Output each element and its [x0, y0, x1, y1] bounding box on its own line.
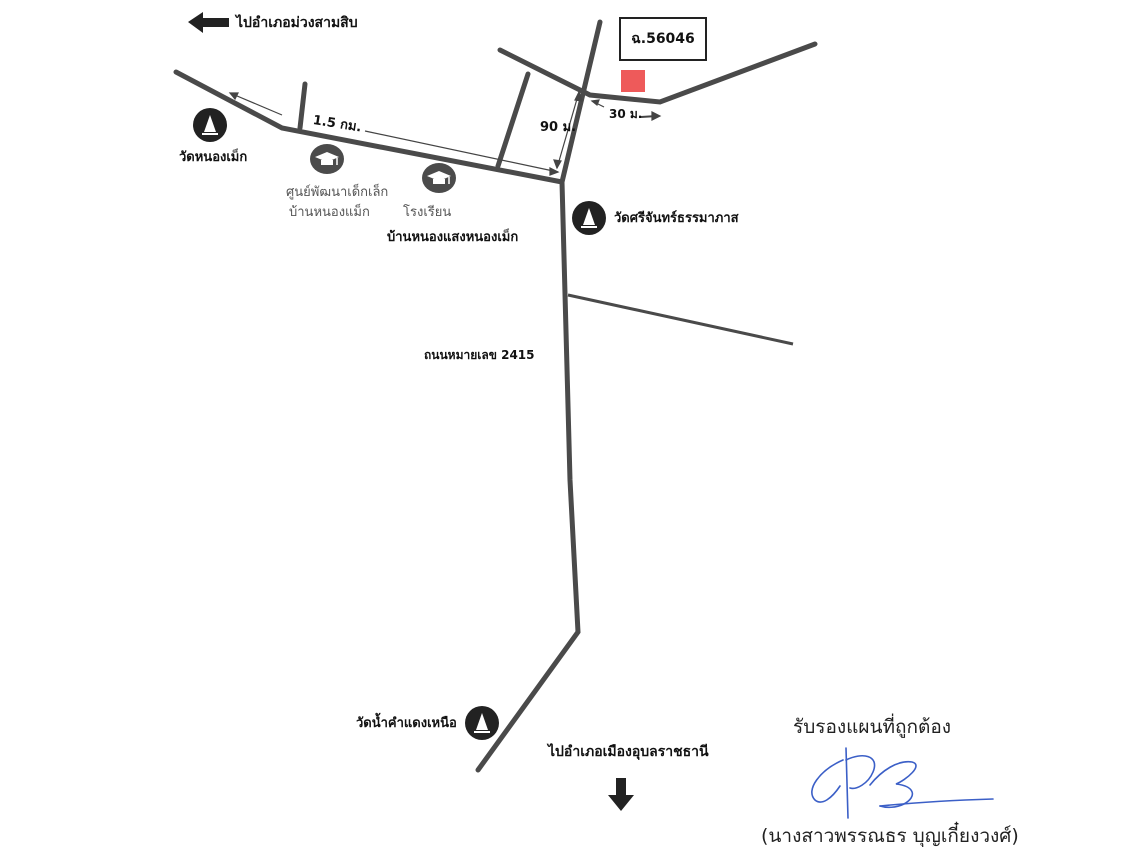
temple-icon	[465, 706, 499, 740]
signer-name: (นางสาวพรรณธร บุญเกี๋ยงวงศ์)	[761, 825, 1019, 847]
plot-marker	[621, 70, 645, 92]
school-label-line1: โรงเรียน	[403, 205, 452, 220]
distance-line-90m	[556, 91, 580, 169]
road-2415-label: ถนนหมายเลข 2415	[424, 348, 535, 362]
arrow-head	[553, 159, 562, 170]
road-stub	[297, 81, 308, 131]
distance-side-label: 90 ม.	[540, 120, 577, 135]
arrow-head	[590, 99, 600, 106]
temple-nam-kham-label: วัดน้ำคำแดงเหนือ	[356, 716, 457, 731]
arrow-down-icon	[608, 778, 634, 811]
child-center-label-line1: ศูนย์พัฒนาเด็กเล็ก	[286, 185, 389, 200]
road-2415	[475, 179, 581, 773]
plot-id-label: ฉ.56046	[631, 31, 695, 47]
road-northeast	[497, 41, 818, 105]
graduation-cap-icon	[310, 144, 344, 174]
temple-sri-chan-label: วัดศรีจันทร์ธรรมาภาส	[614, 211, 739, 226]
road-west	[173, 69, 565, 185]
temple-nong-muek-label: วัดหนองเม็ก	[179, 150, 248, 165]
distance-arrow-1-5km	[229, 92, 283, 116]
temple-icon	[572, 201, 606, 235]
arrow-head	[228, 92, 239, 101]
arrow-head	[651, 111, 662, 121]
certification-text: รับรองแผนที่ถูกต้อง	[793, 716, 952, 738]
direction-north-west-label: ไปอำเภอม่วงสามสิบ	[236, 15, 358, 31]
plot-id-box: ฉ.56046	[619, 17, 707, 61]
road-side	[495, 71, 531, 169]
arrow-head	[574, 90, 583, 102]
distance-line-main	[364, 130, 559, 173]
graduation-cap-icon	[422, 163, 456, 193]
school-label-line2: บ้านหนองแสงหนองเม็ก	[387, 230, 519, 245]
child-center-label-line2: บ้านหนองแม็ก	[289, 205, 370, 220]
arrow-head	[549, 167, 560, 176]
signature	[811, 747, 994, 819]
temple-icon	[193, 108, 227, 142]
direction-south-label: ไปอำเภอเมืองอุบลราชธานี	[548, 744, 709, 760]
distance-plot-label: 30 ม.	[609, 107, 643, 121]
road-north	[559, 19, 603, 185]
road-east	[567, 293, 794, 346]
arrow-left-icon	[188, 12, 229, 33]
